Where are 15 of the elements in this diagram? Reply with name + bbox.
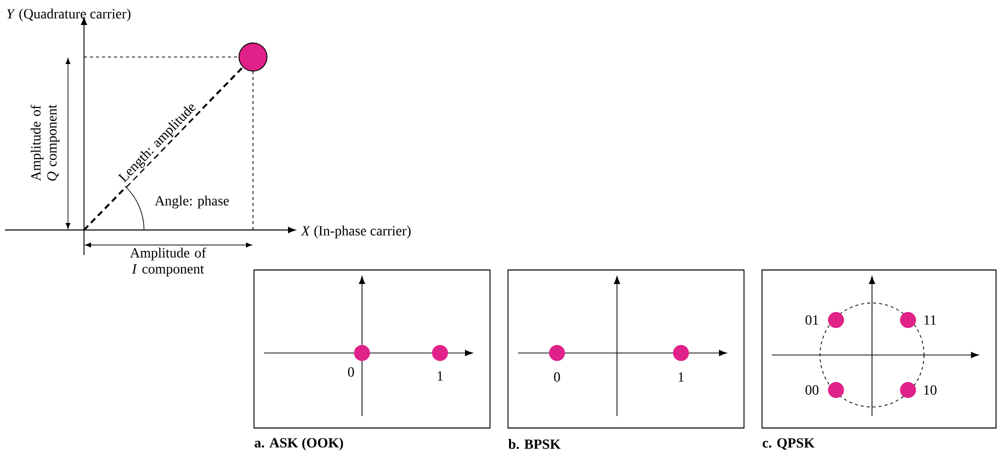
point-label: 00 xyxy=(806,385,818,395)
axis-label: X (In-phase carrier) xyxy=(300,226,411,238)
panel-caption: a. ASK (OOK) xyxy=(254,438,344,450)
panel-caption: b. BPSK xyxy=(508,439,561,449)
panel-caption: c. QPSK xyxy=(762,438,815,450)
point-label: 1 xyxy=(678,372,684,382)
point-label: 0 xyxy=(554,372,560,382)
angle-label: Angle: phase xyxy=(154,196,229,208)
point-label: 01 xyxy=(806,315,818,325)
dimension-label: Amplitude of I component xyxy=(130,248,206,276)
point-label: 11 xyxy=(924,315,936,325)
point-label: 1 xyxy=(438,371,443,381)
point-label: 10 xyxy=(924,385,936,395)
point-label: 0 xyxy=(348,367,354,377)
axis-label: Y (Quadrature carrier) xyxy=(7,8,130,22)
